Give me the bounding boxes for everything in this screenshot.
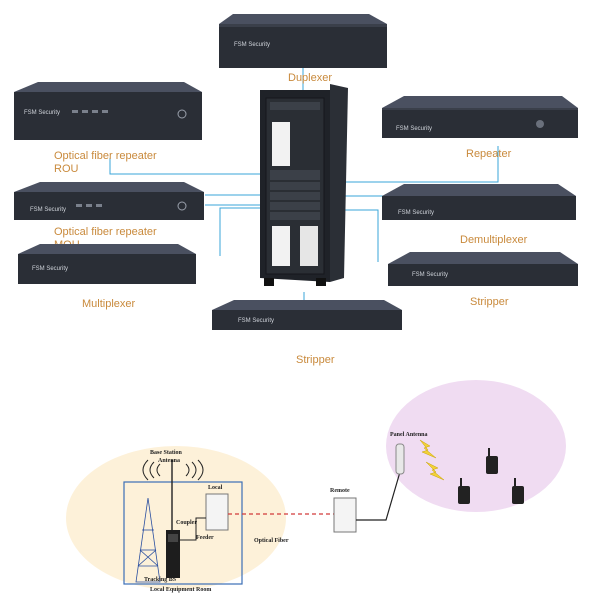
panel-antenna-icon [395,443,405,475]
rou-device [14,82,202,140]
mou-brand: FSM Security [30,207,67,213]
demultiplexer-label: Demultiplexer [460,234,528,246]
mou-device [14,182,204,220]
mou-label: Optical fiber repeater [54,226,157,238]
stripper-right-device [388,252,578,286]
coverage-ellipse [386,380,566,512]
system-diagram [66,380,566,590]
repeater-device [382,96,578,138]
remote-unit [333,497,357,533]
demultiplexer-device [382,184,576,220]
duplexer-label: Duplexer [288,72,333,84]
rou-sublabel: ROU [54,163,79,175]
feeder-label: Feeder [196,535,214,541]
local-label: Local [208,485,223,491]
local-unit [205,493,229,531]
cabinet-rack [260,84,348,286]
optical-fiber-label: Optical Fiber [254,538,289,544]
multiplexer-device [18,244,196,284]
multiplexer-brand: FSM Security [32,266,69,272]
duplexer-device [219,14,387,68]
antenna-waves [142,459,204,481]
coupler-label: Coupler [176,520,197,526]
repeater-brand: FSM Security [396,126,433,132]
base-station-antenna-sublabel: Antenna [158,458,181,464]
rou-brand: FSM Security [24,110,61,116]
connector-stripper-right [340,209,379,262]
equipment-room-box [123,481,243,585]
demultiplexer-brand: FSM Security [398,210,435,216]
stripper-bottom-device [212,300,402,330]
base-station-antenna-label: Base Station [150,450,182,456]
stripper-bottom-brand: FSM Security [238,318,275,324]
local-equipment-room-label: Local Equipment Room [150,587,212,593]
connector-repeater [340,146,499,183]
tower-icon [135,497,161,583]
duplexer-brand: FSM Security [234,42,271,48]
tracking-bs-label: Tracking BS [144,577,177,583]
stripper-right-label: Stripper [470,296,509,308]
repeater-label: Repeater [466,148,512,160]
stripper-bottom-label: Stripper [296,354,335,366]
multiplexer-label: Multiplexer [82,298,136,310]
connector-rou [109,158,292,175]
handheld-radios [458,448,524,504]
remote-label: Remote [330,488,350,494]
panel-antenna-label: Panel Antenna [390,432,428,438]
rou-label: Optical fiber repeater [54,150,157,162]
stripper-right-brand: FSM Security [412,272,449,278]
